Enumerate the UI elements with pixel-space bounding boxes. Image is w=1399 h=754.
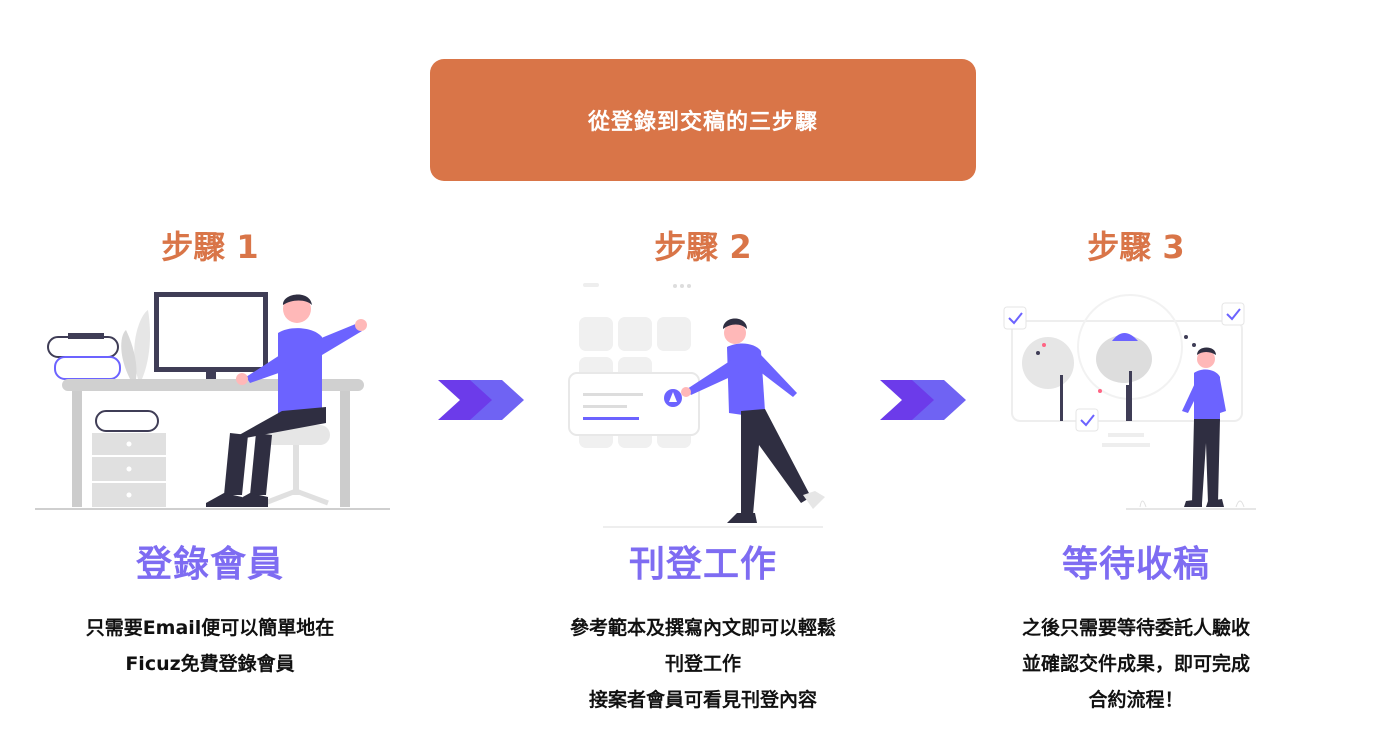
step-title: 刊登工作 (628, 544, 777, 585)
banner-title: 從登錄到交稿的三步驟 (587, 110, 818, 135)
step-1: 步驟 1 (10, 0, 410, 754)
desk-computer-illustration (35, 292, 390, 510)
step-label: 步驟 3 (1087, 228, 1185, 266)
step-title: 等待收稿 (1061, 544, 1210, 585)
desc-line: 接案者會員可看見刊登內容 (588, 689, 817, 711)
step-title: 登錄會員 (135, 544, 284, 585)
desc-line: Ficuz免費登錄會員 (125, 653, 295, 675)
chevron-arrow-icon (880, 380, 966, 420)
step-2: 步驟 2 刊登工作 (503, 0, 903, 754)
desc-line: 只需要Email便可以簡單地在 (85, 617, 335, 639)
step-description: 只需要Email便可以簡單地在 Ficuz免費登錄會員 (10, 610, 410, 682)
review-illustration (1003, 294, 1256, 510)
chevron-arrow-icon (438, 380, 524, 420)
post-job-illustration (568, 283, 825, 528)
steps-banner: 從登錄到交稿的三步驟 (430, 59, 976, 181)
step-label: 步驟 1 (161, 228, 259, 266)
desc-line: 之後只需要等待委託人驗收 (1021, 617, 1250, 639)
step-3: 步驟 3 等待收稿 (936, 0, 1336, 754)
desc-line: 刊登工作 (664, 653, 741, 675)
step-description: 之後只需要等待委託人驗收 並確認交件成果，即可完成 合約流程！ (936, 610, 1336, 718)
desc-line: 參考範本及撰寫內文即可以輕鬆 (569, 617, 836, 639)
step-label: 步驟 2 (654, 228, 752, 266)
step-description: 參考範本及撰寫內文即可以輕鬆 刊登工作 接案者會員可看見刊登內容 (503, 610, 903, 718)
desc-line: 合約流程！ (1088, 689, 1184, 711)
desc-line: 並確認交件成果，即可完成 (1021, 653, 1250, 675)
